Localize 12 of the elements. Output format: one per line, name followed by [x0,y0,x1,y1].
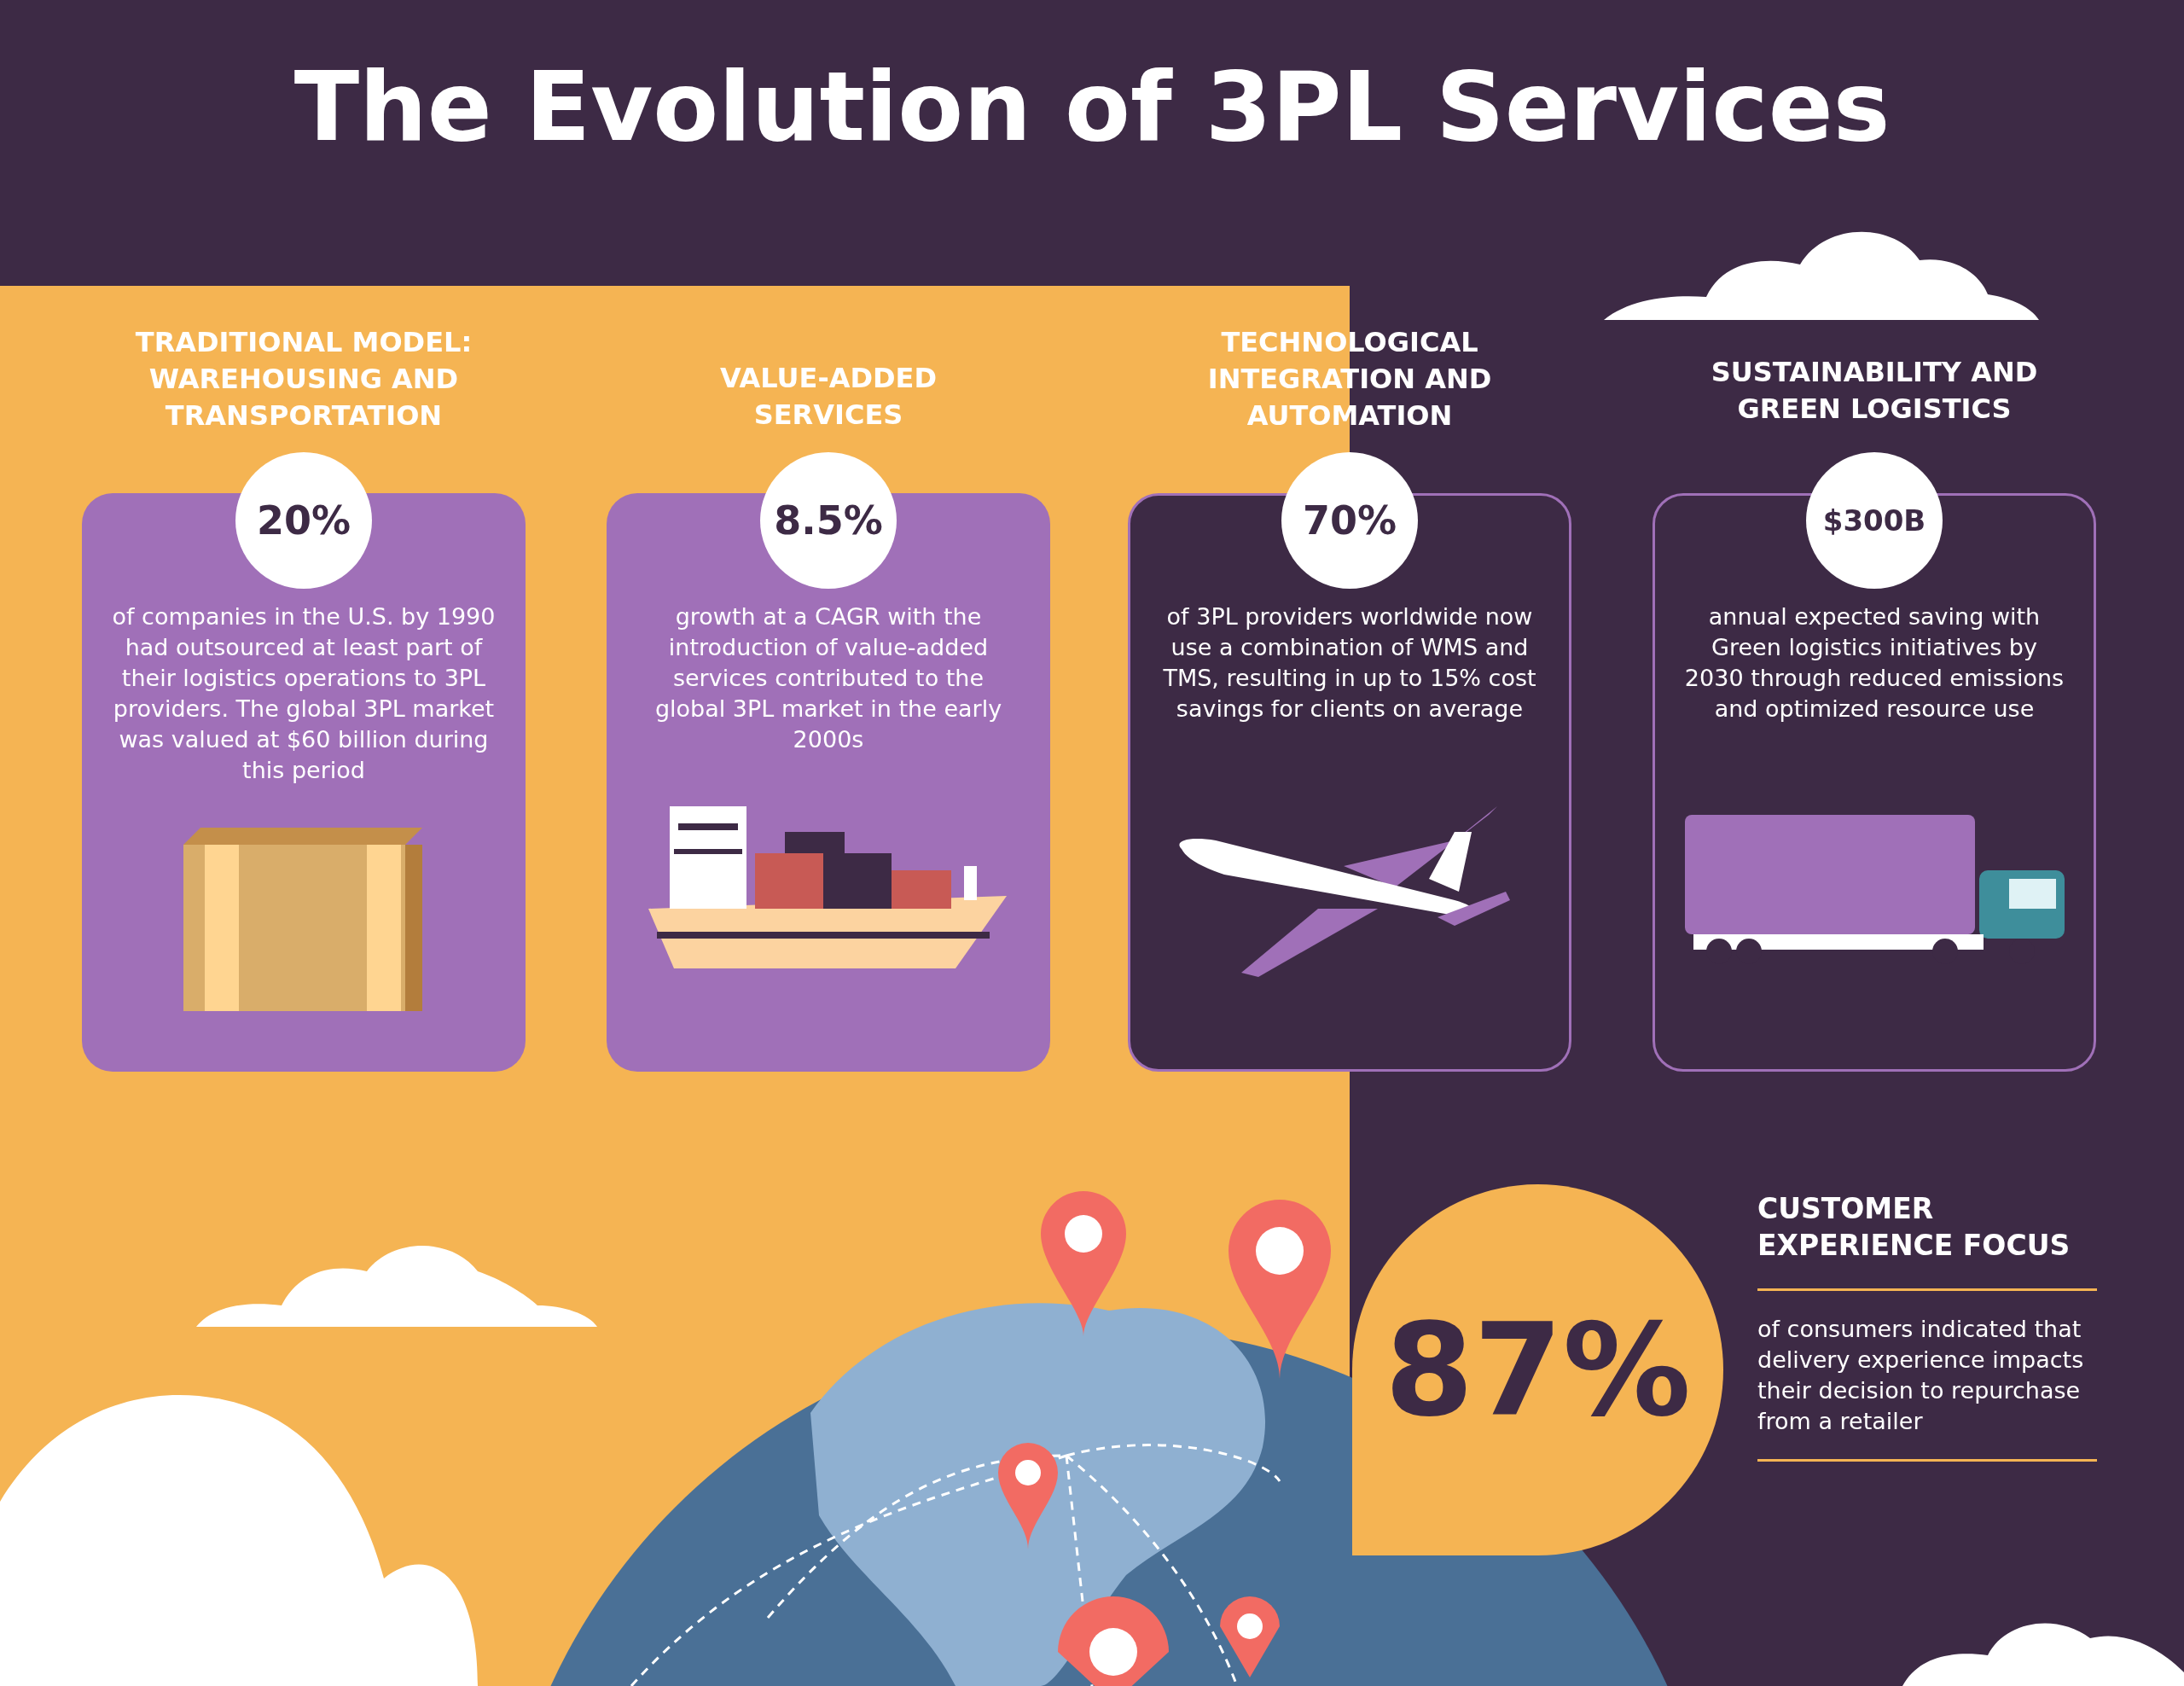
section-heading: CUSTOMER EXPERIENCE FOCUS [1757,1191,2071,1264]
stat-bubble: 87% [1352,1184,1723,1555]
description-text: of 3PL providers worldwide now use a combination of WMS and TMS, resulting in up to 15% cost savings for clients on average [1162,602,1537,724]
description-text: of companies in the U.S. by 1990 had outsourced at least part of their logistics operations to 3PL providers. The global 3PL market was valued at $60 billion during this period [112,602,496,785]
description-text: growth at a CAGR with the introduction of value-added services contributed to the global 3PL market in the early 2000s [653,602,1003,754]
page-title: The Evolution of 3PL Services [293,51,1891,162]
section-heading: VALUE-ADDED SERVICES [718,361,938,433]
section-heading: SUSTAINABILITY AND GREEN LOGISTICS [1710,355,2039,427]
description-text: annual expected saving with Green logistics initiatives by 2030 through reduced emissions and optimized resource use [1683,602,2065,724]
description-text: of consumers indicated that delivery experience impacts their decision to repurchase from a retailer [1757,1315,2085,1436]
percentage-badge: $300B [1806,452,1943,589]
section-heading: TRADITIONAL MODEL: WAREHOUSING AND TRANSPORTATION [134,325,473,433]
